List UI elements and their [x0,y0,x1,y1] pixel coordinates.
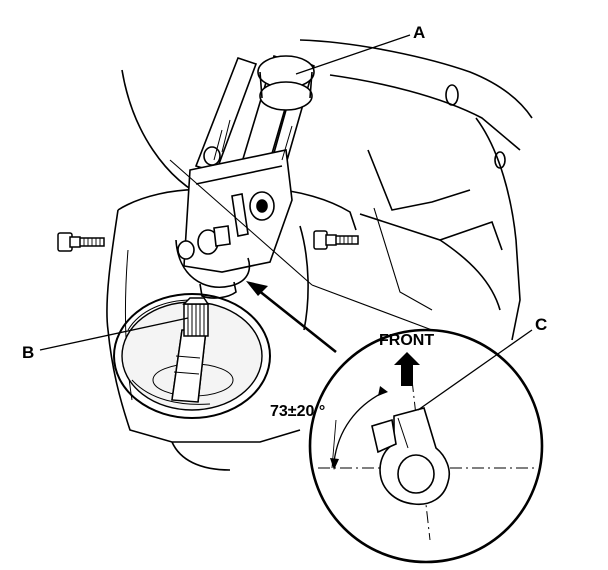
front-arrow [394,352,420,386]
detail-circle [308,328,544,564]
steering-joint [175,54,315,299]
callout-a-label: A [413,23,425,42]
callout-c-label: C [535,315,547,334]
housing-outline [106,39,533,471]
angle-label: 73±20 ° [270,403,325,420]
reference-lines [169,159,433,331]
front-label: FRONT [379,332,434,349]
left-bolt [57,232,105,252]
detail-pointer-arrow [246,281,337,354]
callout-b-label: B [22,343,34,362]
callout-leaders [39,34,533,411]
right-bolt [313,230,359,250]
pinion-shaft [171,297,210,403]
pinion-cross-section [371,407,451,506]
